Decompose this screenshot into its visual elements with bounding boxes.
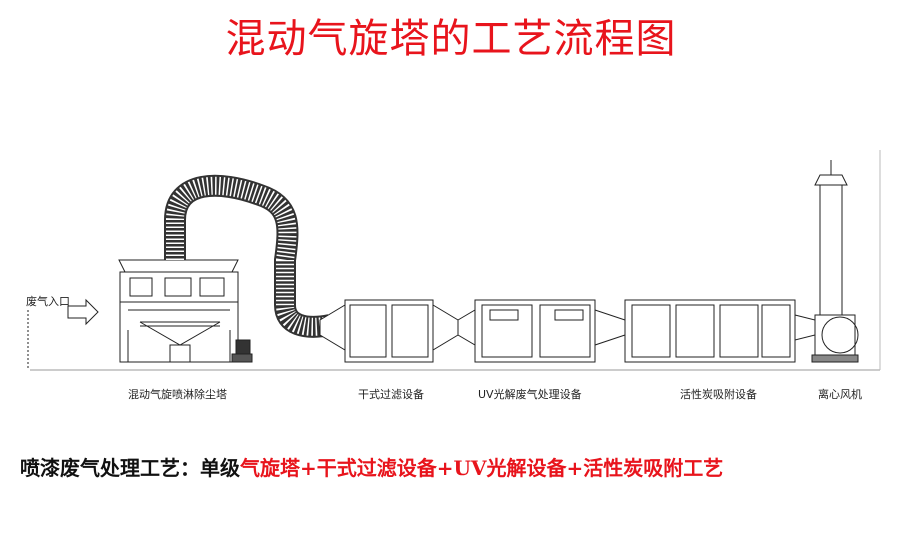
process-prefix: 喷漆废气处理工艺：单级 — [20, 456, 240, 480]
process-flow-diagram — [27, 150, 881, 371]
uv-photolysis-label: UV光解废气处理设备 — [478, 388, 582, 401]
dry-filter-label: 干式过滤设备 — [358, 388, 424, 401]
inlet-arrow-icon — [67, 298, 99, 326]
dry-filter-unit — [319, 299, 459, 363]
centrifugal-fan-label: 离心风机 — [818, 388, 862, 401]
page-title: 混动气旋塔的工艺流程图 — [225, 16, 677, 62]
process-steps: 气旋塔+干式过滤设备+UV光解设备+活性炭吸附工艺 — [240, 456, 724, 480]
process-description: 喷漆废气处理工艺：单级气旋塔+干式过滤设备+UV光解设备+活性炭吸附工艺 — [20, 452, 723, 481]
scrubber-tower — [118, 259, 253, 363]
uv-photolysis-unit — [457, 299, 626, 363]
activated-carbon-label: 活性炭吸附设备 — [680, 388, 757, 401]
activated-carbon-unit — [624, 299, 816, 363]
connecting-duct — [164, 174, 333, 338]
scrubber-tower-label: 混动气旋喷淋除尘塔 — [128, 388, 227, 401]
centrifugal-fan — [811, 160, 859, 363]
inlet-label: 废气入口 — [26, 295, 70, 308]
